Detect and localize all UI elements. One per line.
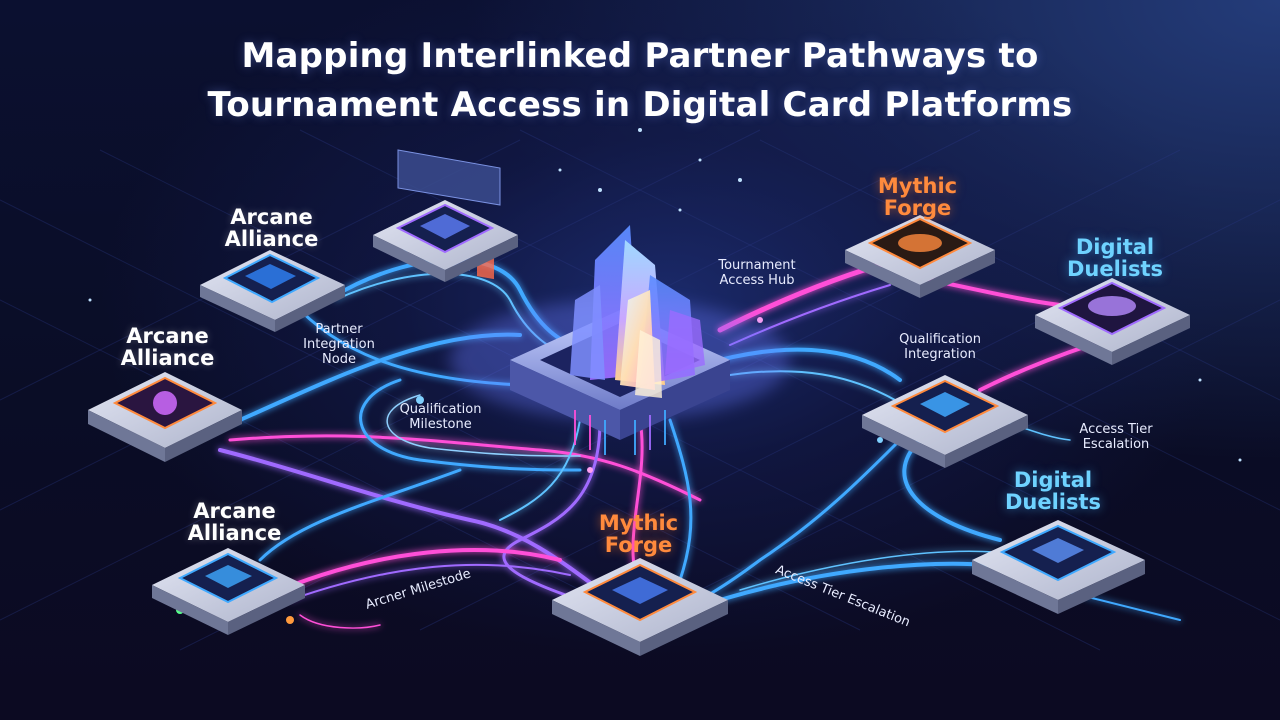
annotation-partner-integration-node: Partner Integration Node xyxy=(294,322,384,367)
label-word: Arcane xyxy=(110,325,225,347)
title-line-2: Tournament Access in Digital Card Platfo… xyxy=(0,85,1280,125)
label-digital-duelists-bottom: Digital Duelists xyxy=(993,469,1113,513)
label-mythic-forge-bottom: Mythic Forge xyxy=(581,512,696,556)
label-arcane-alliance-bottom: Arcane Alliance xyxy=(177,500,292,544)
label-word: Forge xyxy=(581,534,696,556)
label-word: Digital xyxy=(1055,236,1175,258)
annotation-line: Access Tier xyxy=(1066,422,1166,437)
annotation-qualification-milestone: Qualification Milestone xyxy=(388,402,493,432)
label-word: Alliance xyxy=(177,522,292,544)
annotation-line: Tournament xyxy=(702,258,812,273)
label-word: Alliance xyxy=(110,347,225,369)
label-digital-duelists-top: Digital Duelists xyxy=(1055,236,1175,280)
partner-node-arcane-top[interactable] xyxy=(200,250,345,332)
partner-node-mythic-top[interactable] xyxy=(845,215,995,298)
label-arcane-alliance-mid: Arcane Alliance xyxy=(110,325,225,369)
partner-node-arcane-bottom[interactable] xyxy=(152,548,305,635)
label-word: Duelists xyxy=(1055,258,1175,280)
label-word: Digital xyxy=(993,469,1113,491)
annotation-line: Qualification xyxy=(388,402,493,417)
annotation-tournament-access-hub: Tournament Access Hub xyxy=(702,258,812,288)
label-arcane-alliance-top: Arcane Alliance xyxy=(214,206,329,250)
annotation-line: Milestone xyxy=(388,417,493,432)
label-word: Mythic xyxy=(581,512,696,534)
label-word: Mythic xyxy=(860,175,975,197)
annotation-line: Qualification xyxy=(885,332,995,347)
annotation-line: Escalation xyxy=(1066,437,1166,452)
partner-node-digital-bottom[interactable] xyxy=(972,520,1145,614)
label-word: Alliance xyxy=(214,228,329,250)
label-word: Duelists xyxy=(993,491,1113,513)
label-word: Arcane xyxy=(214,206,329,228)
label-mythic-forge-top: Mythic Forge xyxy=(860,175,975,219)
title-line-1: Mapping Interlinked Partner Pathways to xyxy=(0,36,1280,76)
annotation-qualification-integration: Qualification Integration xyxy=(885,332,995,362)
label-word: Forge xyxy=(860,197,975,219)
partner-node-digital-top[interactable] xyxy=(1035,278,1190,365)
annotation-line: Access Hub xyxy=(702,273,812,288)
annotation-line: Node xyxy=(294,352,384,367)
annotation-access-tier-escalation-right: Access Tier Escalation xyxy=(1066,422,1166,452)
annotation-line: Partner xyxy=(294,322,384,337)
annotation-line: Integration xyxy=(294,337,384,352)
annotation-line: Integration xyxy=(885,347,995,362)
label-word: Arcane xyxy=(177,500,292,522)
